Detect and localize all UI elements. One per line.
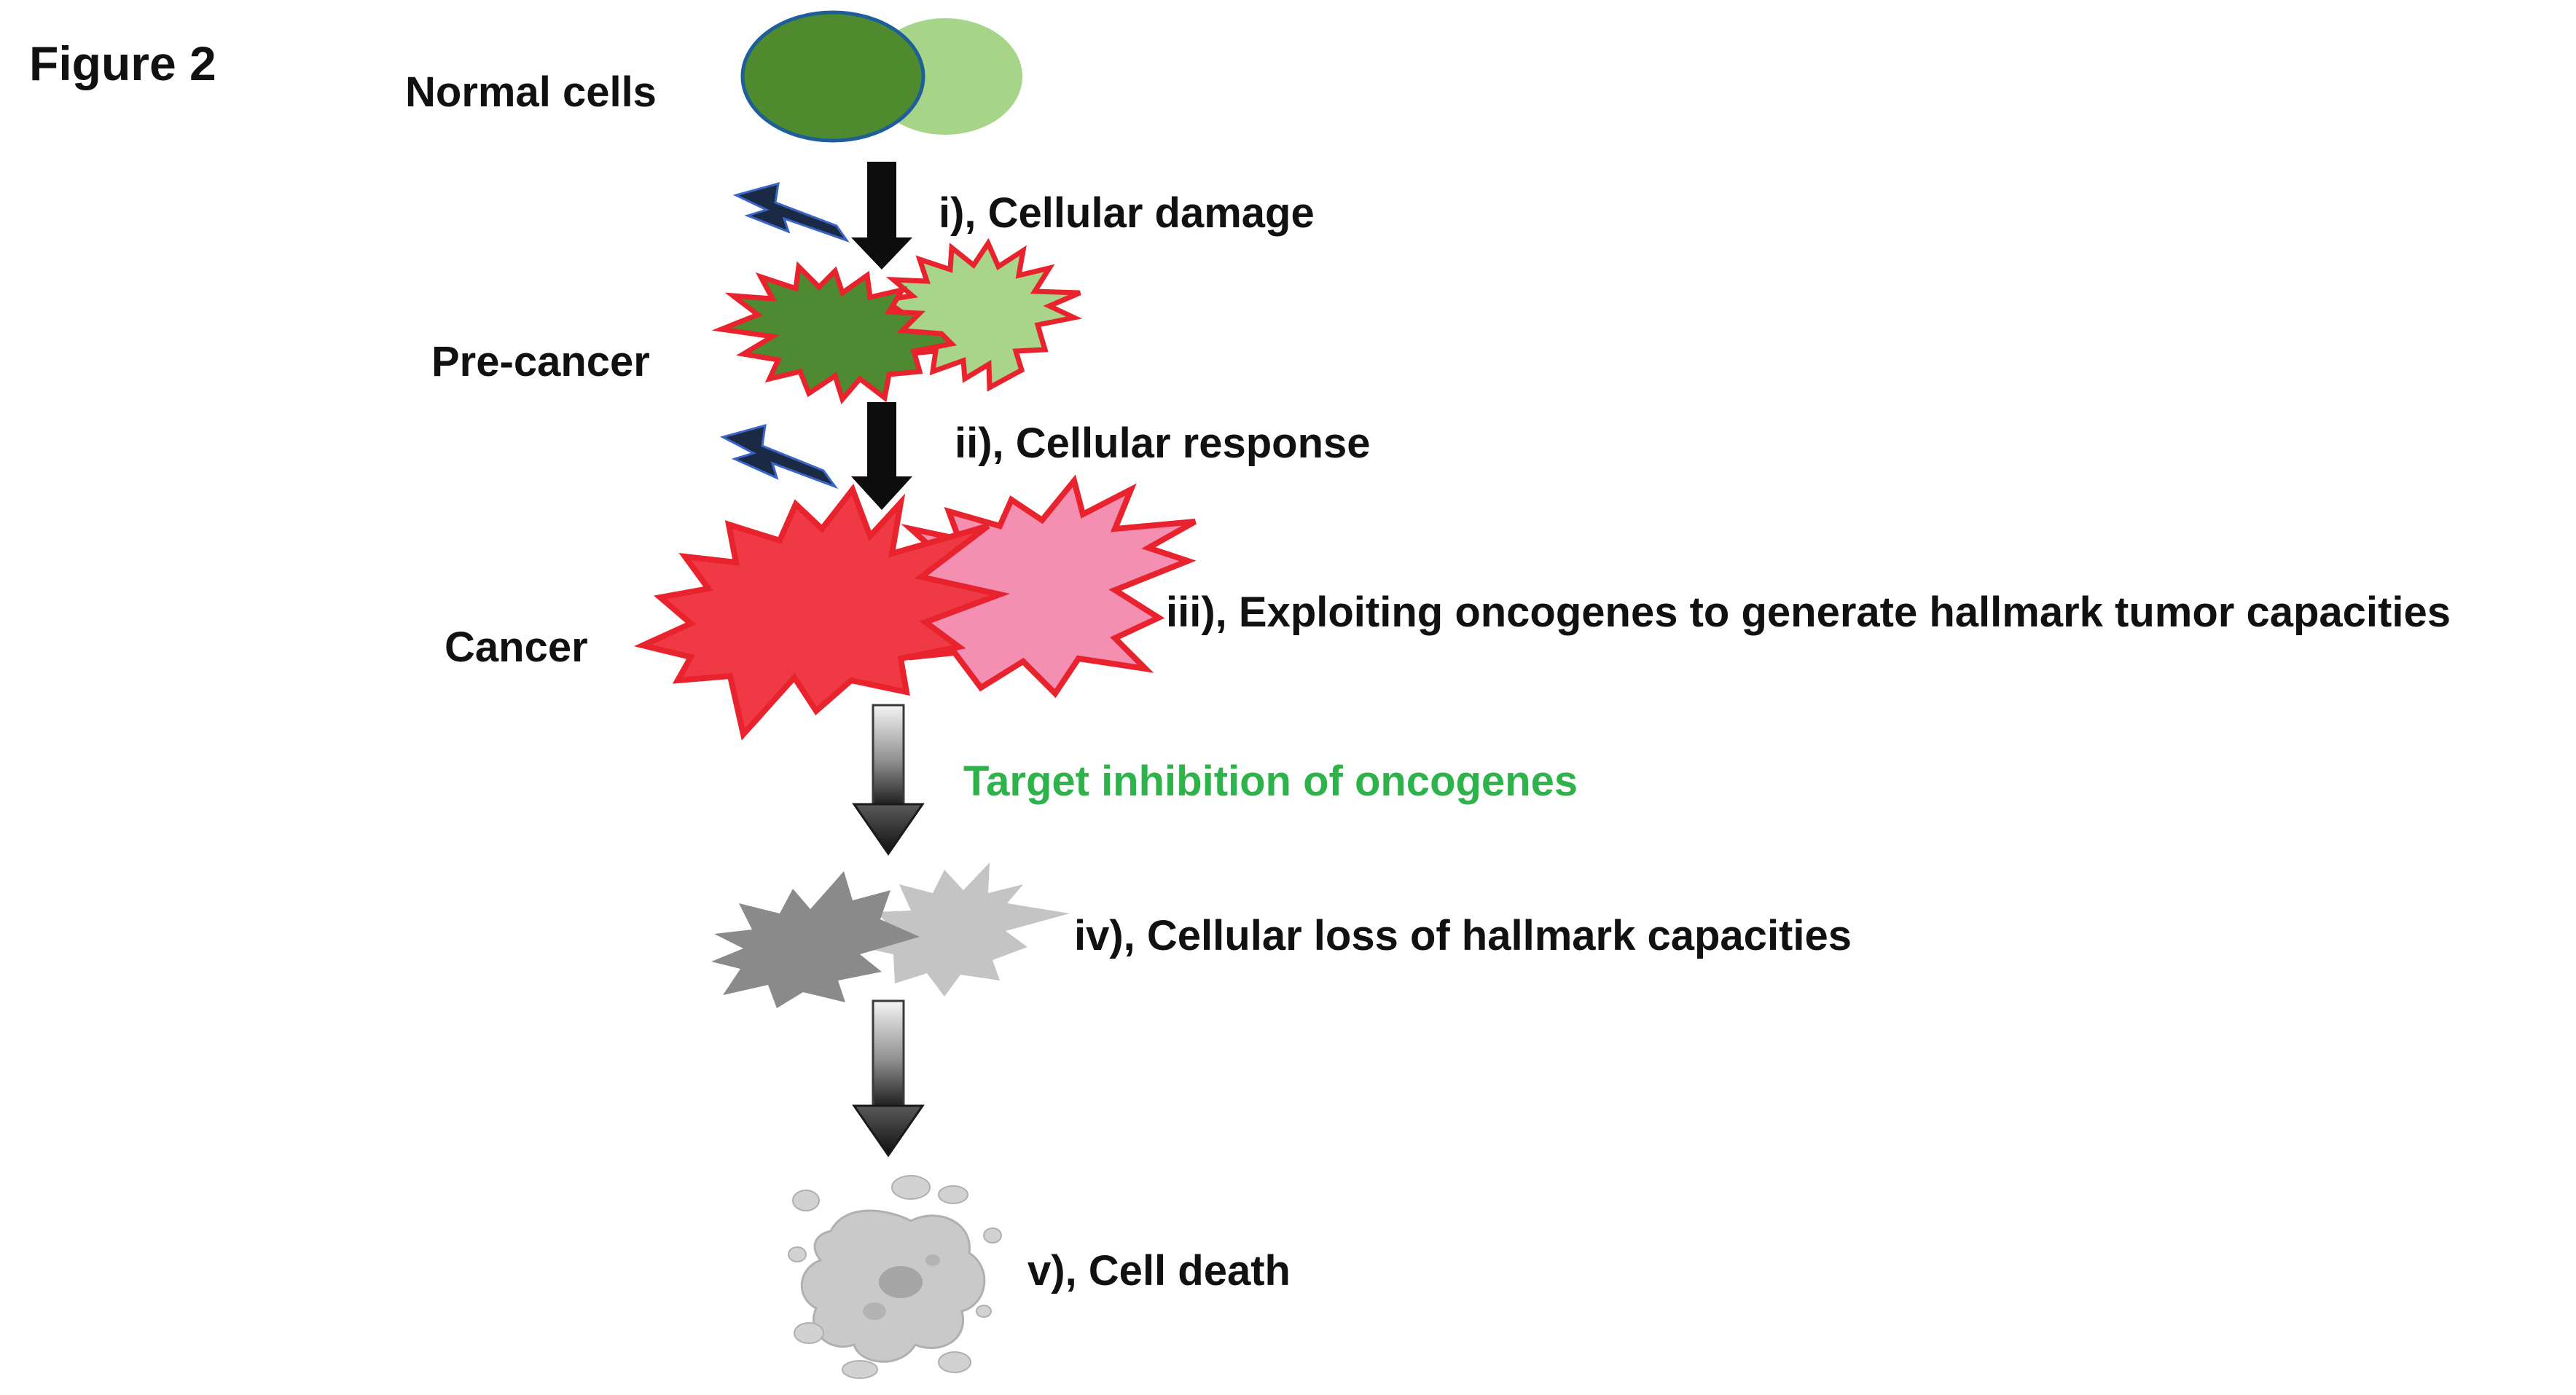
normal-cells-icon [740,10,1022,143]
stage-label-pre-cancer: Pre-cancer [431,338,650,385]
down-arrow-icon [851,402,912,510]
cancer-cells-icon [633,474,1197,741]
normal-cell-dark [740,10,925,143]
step-label-ii: ii), Cellular response [955,420,1371,467]
lightning-bolt-icon [732,181,850,243]
dead-cell-icon [788,1175,1002,1379]
stage-label-normal-cells: Normal cells [405,68,657,116]
cancer-cell-red [633,483,1011,741]
step-label-v: v), Cell death [1027,1247,1291,1294]
inhibited-cells-icon [711,862,1070,1008]
inhibited-cell-dark [711,871,920,1008]
pre-cancer-cells-icon [711,237,1083,405]
down-arrow-icon [851,162,912,270]
gradient-down-arrow-icon [852,704,925,856]
lightning-bolt-icon [719,423,839,490]
figure-label: Figure 2 [29,36,216,90]
step-label-iii: iii), Exploiting oncogenes to generate h… [1166,589,2451,636]
inhibited-cell-light [860,862,1070,997]
pre-cancer-cell-dark [711,261,958,405]
gradient-down-arrow-icon [852,999,925,1158]
step-label-i: i), Cellular damage [939,189,1315,237]
step-label-iv: iv), Cellular loss of hallmark capacitie… [1074,912,1852,959]
stage-label-cancer: Cancer [445,624,588,671]
intervention-label: Target inhibition of oncogenes [963,758,1578,805]
